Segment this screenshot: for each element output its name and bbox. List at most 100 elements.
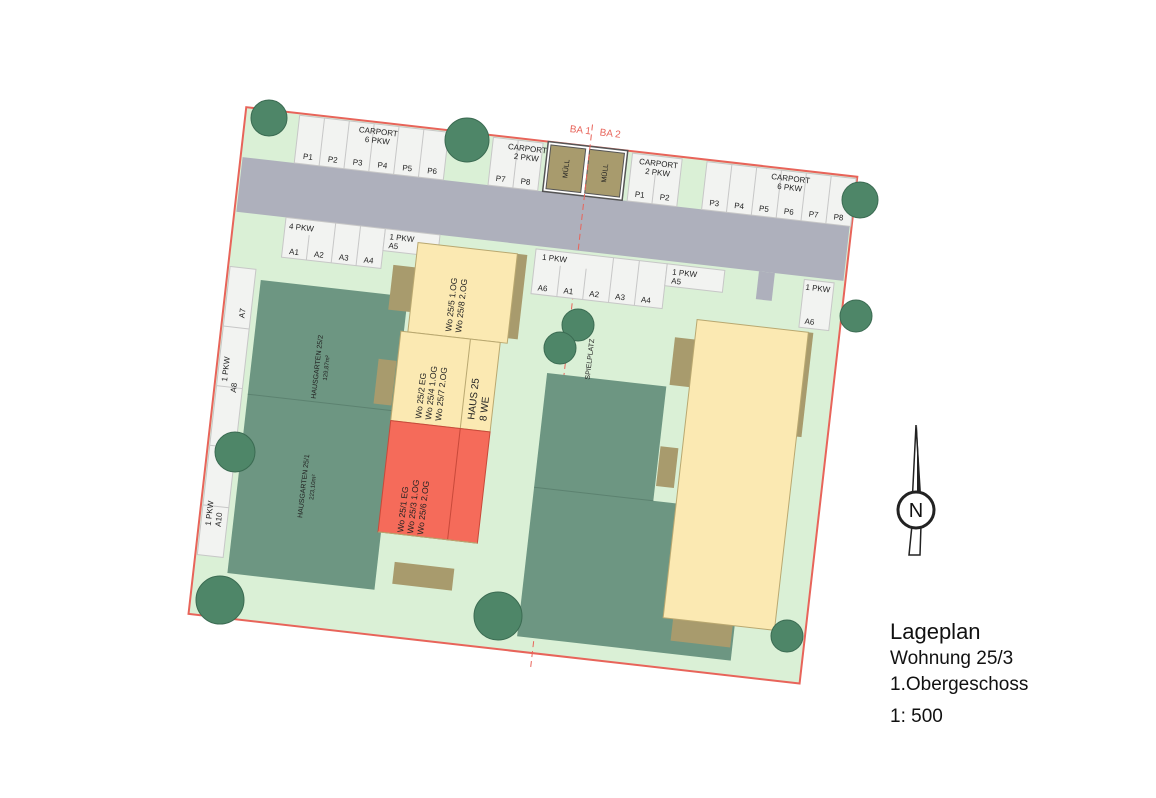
tree-icon <box>195 575 245 625</box>
spot-label: P5 <box>759 204 770 214</box>
spot-label: P3 <box>709 198 720 208</box>
carport-mid-left-line1: CARPORT <box>507 142 547 155</box>
building-right <box>662 319 809 631</box>
tree-icon <box>214 431 256 473</box>
spot-label: P3 <box>352 158 363 168</box>
trees <box>195 99 879 653</box>
house-25: Wo 25/5 1.OG Wo 25/8 2.OG Wo 25/2 EG Wo … <box>377 241 518 544</box>
parking-west-frame <box>196 265 257 559</box>
carport-right: CARPORT 6 PKW P3 P4 P5 P6 P7 P8 <box>701 161 857 227</box>
carport-right-line2: 6 PKW <box>777 182 803 194</box>
terrace <box>388 264 416 313</box>
carport-mid-right-line2: 2 PKW <box>645 167 671 179</box>
carport-mid-left-line2: 2 PKW <box>513 152 539 164</box>
parking-mid-label: 1 PKW <box>542 253 568 265</box>
parking-mid-row: 1 PKW A6 A1 A2 A3 A4 1 PKW A5 <box>530 248 726 310</box>
spot-label: A2 <box>589 289 600 299</box>
spot-label: P6 <box>783 207 794 217</box>
garden-right-upper <box>534 372 667 501</box>
tree-icon <box>841 181 879 219</box>
spot-label: A8 <box>229 382 239 393</box>
tree-icon <box>444 117 490 163</box>
spot-label: P8 <box>520 177 531 187</box>
carport-mid-right-line1: CARPORT <box>639 157 679 170</box>
carport-mid-left: CARPORT 2 PKW P7 P8 <box>487 136 547 192</box>
spot-label: P1 <box>303 152 314 162</box>
terrace <box>670 618 733 648</box>
parking-left-label: 4 PKW <box>289 222 315 234</box>
spot-label: A6 <box>537 283 548 293</box>
plan-legend: Lageplan Wohnung 25/3 1.Obergeschoss 1: … <box>890 618 1028 730</box>
spot-label: P7 <box>495 174 506 184</box>
road-stub-right <box>755 271 775 301</box>
spot-label: A5 <box>388 241 399 251</box>
parking-right-single: 1 PKW A6 <box>798 278 835 332</box>
tree-icon <box>561 308 595 342</box>
spot-label: A4 <box>363 256 374 266</box>
spot-label: P7 <box>808 210 819 220</box>
north-label: N <box>909 500 923 522</box>
spot-label: A1 <box>289 247 300 257</box>
carport-right-line1: CARPORT <box>771 172 811 185</box>
waste-label-1: MÜLL <box>561 159 571 179</box>
phase-ba2: BA 2 <box>599 127 622 140</box>
spot-label: P2 <box>659 193 670 203</box>
garden-upper-area: 129,87m² <box>323 355 332 381</box>
spot-label: A1 <box>563 286 574 296</box>
parking-left-single-label: 1 PKW <box>389 232 415 244</box>
site-group: CARPORT 6 PKW P1 P2 P3 P4 P5 P6 CARPORT … <box>187 106 859 685</box>
parking-right-frame <box>798 278 835 332</box>
waste-bin-1 <box>545 144 587 194</box>
spot-label: A7 <box>237 307 247 318</box>
spot-label: P4 <box>377 160 388 170</box>
waste-enclosure: MÜLL MÜLL <box>541 140 629 202</box>
parking-mid-single-label: 1 PKW <box>672 268 698 280</box>
playground-label: SPIELPLATZ <box>585 338 597 380</box>
parking-mid-single <box>664 263 726 293</box>
garden-upper <box>247 279 408 411</box>
tree-icon <box>473 591 523 641</box>
parking-west-label-top: 1 PKW <box>220 356 232 382</box>
house-red-block[interactable] <box>377 420 491 544</box>
tree-icon <box>770 619 804 653</box>
north-arrow-icon: N <box>896 424 936 556</box>
house-units: 8 WE <box>478 396 492 422</box>
access-road <box>236 157 850 281</box>
house-name: HAUS 25 <box>466 377 482 420</box>
legend-unit: Wohnung 25/3 <box>890 648 1014 669</box>
carport-left-line1: CARPORT <box>358 125 398 138</box>
spot-label: A3 <box>615 292 626 302</box>
parking-west-label-bottom: 1 PKW <box>204 500 216 526</box>
spot-label: P4 <box>734 201 745 211</box>
phase-ba1: BA 1 <box>569 124 592 137</box>
spot-label: P8 <box>833 212 844 222</box>
tree-icon <box>250 99 288 137</box>
spot-label: A3 <box>338 253 349 263</box>
garden-lower <box>227 394 395 590</box>
legend-title: Lageplan <box>890 619 981 644</box>
terrace <box>656 446 679 489</box>
spot-label: P5 <box>402 163 413 173</box>
spot-label: P1 <box>634 190 645 200</box>
parking-left-row: 4 PKW A1 A2 A3 A4 1 PKW A5 <box>280 216 441 270</box>
spot-label: P2 <box>327 155 338 165</box>
parking-right-label: 1 PKW <box>805 283 831 295</box>
legend-floor: 1.Obergeschoss <box>890 674 1029 695</box>
spot-label: P6 <box>427 166 438 176</box>
garden-lower-area: 223,10m² <box>309 474 318 500</box>
carport-left: CARPORT 6 PKW P1 P2 P3 P4 P5 P6 <box>293 114 450 181</box>
spot-label: A10 <box>214 512 225 528</box>
carport-mid-right: CARPORT 2 PKW P1 P2 <box>626 152 683 208</box>
tree-icon <box>543 331 577 365</box>
waste-label-2: MÜLL <box>600 163 610 183</box>
waste-bin-2 <box>584 148 626 198</box>
terrace <box>373 358 397 406</box>
legend-scale: 1: 500 <box>890 706 943 727</box>
spot-label: A2 <box>314 250 325 260</box>
spot-label: A6 <box>804 317 815 327</box>
spot-label: A4 <box>641 295 652 305</box>
terrace <box>392 561 455 591</box>
carport-left-line2: 6 PKW <box>364 135 390 147</box>
tree-icon <box>839 299 873 333</box>
